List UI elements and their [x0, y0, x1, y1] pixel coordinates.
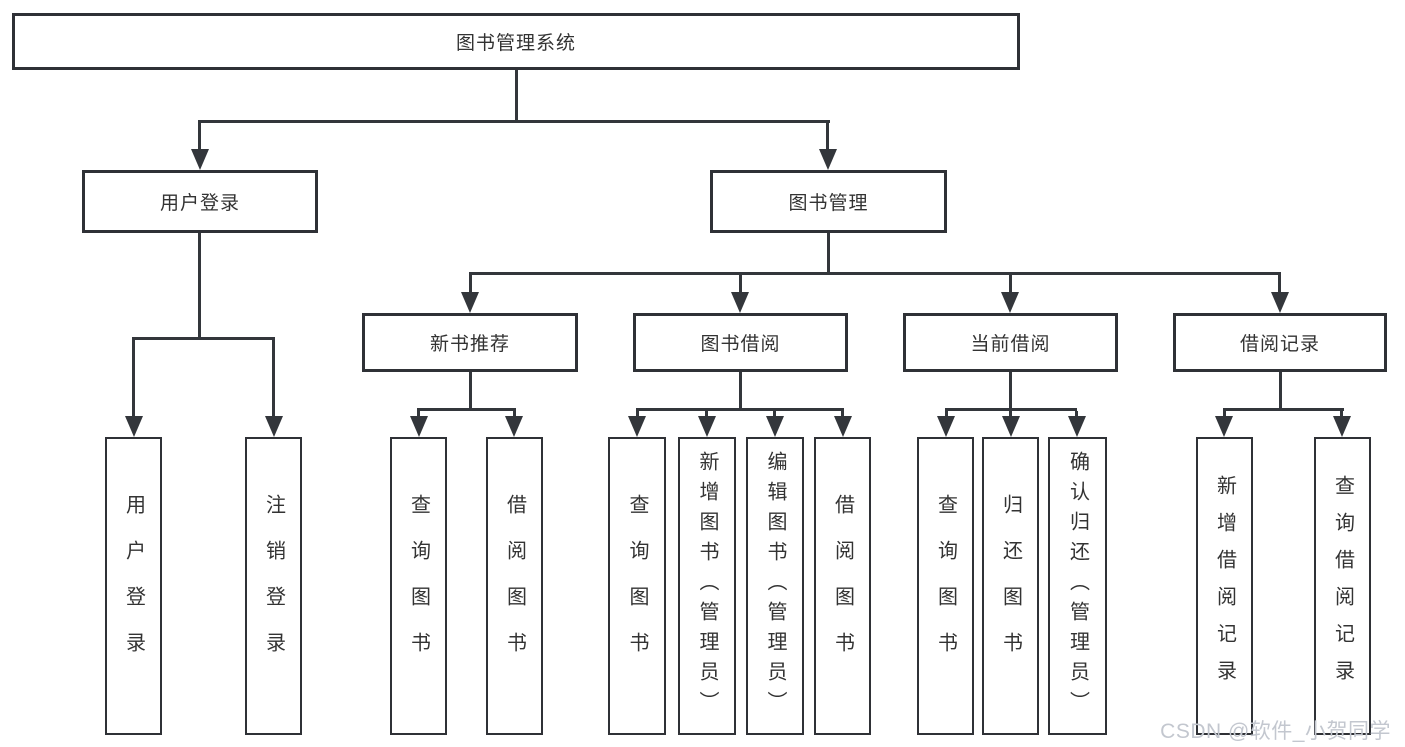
connector-line	[469, 372, 472, 408]
node-borrow-borrow: 借阅图书	[814, 437, 871, 735]
node-records-query: 查询借阅记录	[1314, 437, 1371, 735]
node-label: 用户登录	[122, 494, 145, 678]
node-label: 查询图书	[407, 494, 430, 678]
node-label: 图书管理系统	[455, 33, 576, 54]
connector-line	[198, 123, 201, 150]
node-label: 查询图书	[934, 494, 957, 678]
connector-line	[826, 123, 829, 150]
connector-line	[198, 120, 830, 123]
connector-line	[1075, 411, 1078, 417]
arrow-down-icon	[191, 149, 209, 170]
node-label: 用户登录	[159, 193, 240, 214]
node-label: 借阅记录	[1239, 334, 1320, 355]
connector-line	[198, 233, 201, 337]
arrow-down-icon	[937, 416, 955, 437]
node-newbook: 新书推荐	[362, 313, 578, 372]
arrow-down-icon	[731, 292, 749, 313]
node-borrow: 图书借阅	[633, 313, 848, 372]
connector-line	[827, 233, 830, 272]
node-newbook-query: 查询图书	[390, 437, 447, 735]
arrow-down-icon	[834, 416, 852, 437]
node-records-add: 新增借阅记录	[1196, 437, 1253, 735]
connector-line	[132, 340, 135, 417]
connector-line	[469, 272, 1281, 275]
node-current-confirm: 确认归还（管理员）	[1048, 437, 1107, 735]
watermark: CSDN @软件_小贺同学	[1160, 720, 1391, 743]
connector-line	[636, 408, 844, 411]
connector-line	[1223, 411, 1226, 417]
arrow-down-icon	[125, 416, 143, 437]
node-label: 图书借阅	[700, 334, 781, 355]
connector-line	[417, 408, 516, 411]
node-label: 新书推荐	[429, 334, 510, 355]
node-label: 注销登录	[262, 494, 285, 678]
node-borrow-add: 新增图书（管理员）	[678, 437, 736, 735]
connector-line	[1009, 275, 1012, 292]
node-root: 图书管理系统	[12, 13, 1020, 70]
arrow-down-icon	[410, 416, 428, 437]
arrow-down-icon	[1068, 416, 1086, 437]
node-label: 查询图书	[626, 494, 648, 678]
node-current: 当前借阅	[903, 313, 1118, 372]
connector-line	[1009, 372, 1012, 408]
connector-line	[636, 411, 639, 417]
node-newbook-borrow: 借阅图书	[486, 437, 543, 735]
connector-line	[515, 70, 518, 122]
connector-line	[132, 337, 275, 340]
arrow-down-icon	[766, 416, 784, 437]
connector-line	[272, 340, 275, 417]
node-records: 借阅记录	[1173, 313, 1387, 372]
arrow-down-icon	[628, 416, 646, 437]
connector-line	[739, 372, 742, 408]
node-login-user: 用户登录	[105, 437, 162, 735]
arrow-down-icon	[1215, 416, 1233, 437]
arrow-down-icon	[505, 416, 523, 437]
node-label: 借阅图书	[831, 494, 854, 678]
connector-line	[1340, 411, 1343, 417]
arrow-down-icon	[819, 149, 837, 170]
connector-line	[469, 275, 472, 292]
arrow-down-icon	[1001, 292, 1019, 313]
arrow-down-icon	[698, 416, 716, 437]
connector-line	[1009, 411, 1012, 417]
arrow-down-icon	[265, 416, 283, 437]
node-label: 归还图书	[999, 494, 1022, 678]
arrow-down-icon	[1271, 292, 1289, 313]
connector-line	[1278, 275, 1281, 292]
node-label: 确认归还（管理员）	[1066, 451, 1089, 721]
connector-line	[841, 411, 844, 417]
node-borrow-edit: 编辑图书（管理员）	[746, 437, 804, 735]
connector-line	[1279, 372, 1282, 408]
connector-line	[705, 411, 708, 417]
arrow-down-icon	[461, 292, 479, 313]
node-login: 用户登录	[82, 170, 318, 233]
node-label: 借阅图书	[503, 494, 526, 678]
node-label: 新增借阅记录	[1213, 475, 1236, 697]
node-label: 查询借阅记录	[1331, 475, 1354, 697]
node-mgmt: 图书管理	[710, 170, 947, 233]
connector-line	[417, 411, 420, 417]
node-label: 新增图书（管理员）	[696, 451, 718, 721]
connector-line	[773, 411, 776, 417]
node-login-logout: 注销登录	[245, 437, 302, 735]
node-label: 图书管理	[788, 193, 869, 214]
connector-line	[513, 411, 516, 417]
node-borrow-query: 查询图书	[608, 437, 666, 735]
node-label: 编辑图书（管理员）	[764, 451, 786, 721]
node-current-query: 查询图书	[917, 437, 974, 735]
connector-line	[1223, 408, 1344, 411]
connector-line	[945, 411, 948, 417]
arrow-down-icon	[1333, 416, 1351, 437]
arrow-down-icon	[1002, 416, 1020, 437]
connector-line	[945, 408, 1077, 411]
node-current-return: 归还图书	[982, 437, 1039, 735]
connector-line	[739, 275, 742, 292]
node-label: 当前借阅	[970, 334, 1051, 355]
